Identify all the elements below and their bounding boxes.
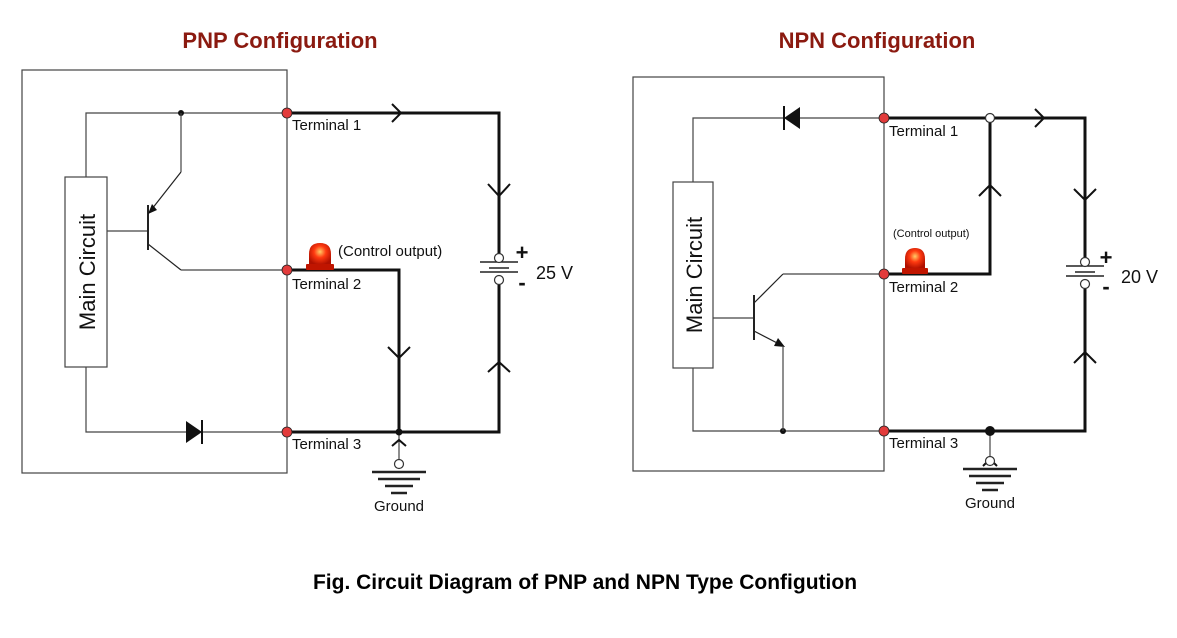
npn-diode-icon — [783, 106, 800, 130]
pnp-terminal2-label: Terminal 2 — [292, 276, 361, 293]
pnp-circuit: PNP Configuration Main Circuit — [21, 28, 573, 515]
pnp-main-circuit-label: Main Circuit — [75, 214, 100, 330]
pnp-arrow-up-icon — [487, 360, 511, 373]
pnp-wire-top — [85, 112, 287, 177]
npn-lamp-icon — [902, 248, 928, 274]
pnp-minus-sign: - — [518, 270, 525, 295]
pnp-arrow-up-icon-2 — [391, 438, 407, 447]
pnp-arrow-right-icon — [391, 103, 403, 123]
pnp-arrow-down-icon — [487, 183, 511, 198]
pnp-wire-t1-to-plus — [287, 111, 501, 258]
npn-ground-icon — [963, 455, 1017, 492]
pnp-enclosure — [21, 69, 288, 474]
pnp-terminal1-dot — [281, 107, 293, 119]
npn-arrow-down-icon — [1073, 188, 1097, 202]
pnp-wire-t2-to-ground — [287, 268, 401, 432]
figure-caption: Fig. Circuit Diagram of PNP and NPN Type… — [313, 571, 857, 594]
npn-terminal1-dot — [878, 112, 890, 124]
pnp-title: PNP Configuration — [182, 28, 377, 53]
npn-plus-sign: + — [1100, 245, 1113, 270]
npn-arrow-up-icon-2 — [978, 183, 1002, 197]
npn-main-circuit-box: Main Circuit — [672, 181, 714, 369]
npn-wire-bottom — [692, 368, 884, 432]
pnp-terminal3-label: Terminal 3 — [292, 436, 361, 453]
pnp-main-circuit-box: Main Circuit — [64, 176, 108, 368]
pnp-wire-minus-to-t3 — [287, 280, 501, 434]
npn-terminal3-dot — [878, 425, 890, 437]
npn-terminal3-label: Terminal 3 — [889, 435, 958, 452]
pnp-terminal1-label: Terminal 1 — [292, 117, 361, 134]
pnp-ground-label: Ground — [374, 498, 424, 515]
npn-control-output-label: (Control output) — [893, 228, 969, 240]
pnp-terminal2-dot — [281, 264, 293, 276]
pnp-wire-bottom — [85, 367, 287, 433]
npn-wire-t2-to-t1 — [884, 118, 992, 276]
npn-main-circuit-label: Main Circuit — [682, 217, 707, 333]
npn-voltage: 20 V — [1121, 267, 1158, 287]
pnp-ground-junction — [395, 428, 403, 436]
npn-ground-label: Ground — [965, 495, 1015, 512]
pnp-terminal3-dot — [281, 426, 293, 438]
pnp-ground-icon — [372, 458, 426, 495]
npn-wire-minus-to-t3 — [884, 284, 1087, 433]
npn-transistor-icon — [753, 273, 884, 431]
npn-wire-top — [692, 117, 884, 182]
npn-minus-sign: - — [1102, 274, 1109, 299]
pnp-arrow-down-icon-2 — [387, 346, 411, 360]
pnp-transistor-icon — [147, 113, 287, 271]
pnp-voltage: 25 V — [536, 263, 573, 283]
npn-wire-t1-to-plus — [884, 116, 1087, 262]
npn-title: NPN Configuration — [779, 28, 976, 53]
npn-terminal2-dot — [878, 268, 890, 280]
npn-battery-icon — [1066, 256, 1104, 290]
pnp-battery-icon — [480, 252, 518, 286]
npn-terminal2-label: Terminal 2 — [889, 279, 958, 296]
pnp-plus-sign: + — [516, 240, 529, 265]
npn-arrow-right-icon — [1034, 108, 1046, 128]
pnp-diode-icon — [186, 420, 203, 444]
pnp-control-output-label: (Control output) — [338, 243, 442, 260]
npn-node-circle — [984, 112, 996, 124]
npn-arrow-up-icon — [1073, 350, 1097, 364]
pnp-lamp-icon — [306, 243, 334, 270]
npn-terminal1-label: Terminal 1 — [889, 123, 958, 140]
npn-ground-junction — [985, 426, 995, 436]
npn-circuit: NPN Configuration Main Circuit — [632, 28, 1158, 512]
